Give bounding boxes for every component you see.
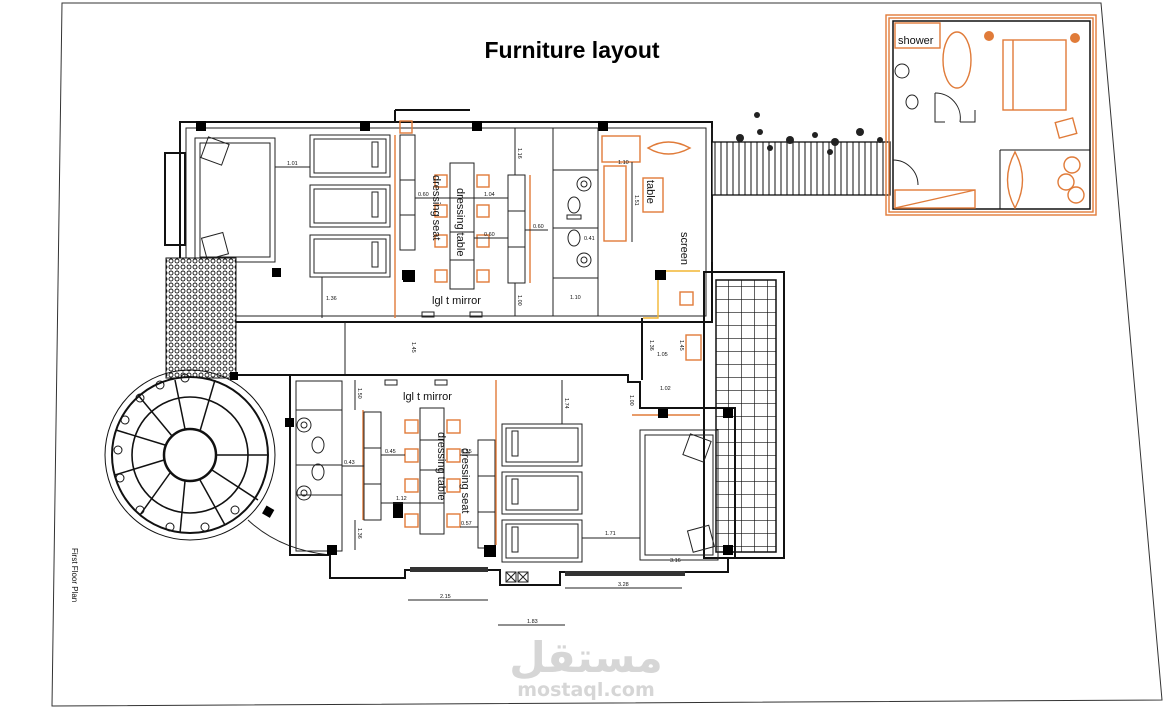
dressing-seat-label: dressing seat — [430, 175, 442, 240]
guest-suite: shower — [885, 14, 1097, 216]
light-mirror-label-lower: lgl t mirror — [403, 391, 452, 403]
svg-text:0.60: 0.60 — [484, 232, 495, 238]
svg-text:0.60: 0.60 — [533, 224, 544, 230]
svg-text:1.50: 1.50 — [356, 388, 362, 399]
svg-text:0.43: 0.43 — [344, 460, 355, 466]
dressing-seats — [434, 174, 490, 283]
svg-text:1.36: 1.36 — [326, 296, 337, 302]
svg-text:0.41: 0.41 — [584, 236, 595, 242]
svg-text:1.16: 1.16 — [516, 148, 522, 159]
sideboard — [601, 135, 641, 163]
double-bed — [1002, 39, 1067, 111]
planter — [736, 112, 883, 155]
svg-text:1.83: 1.83 — [527, 619, 538, 625]
svg-text:1.01: 1.01 — [287, 161, 298, 167]
bed-lower — [639, 429, 719, 561]
watermark-latin: mostaql.com — [517, 679, 655, 701]
svg-text:0.57: 0.57 — [461, 521, 472, 527]
sofa — [603, 165, 627, 242]
svg-text:1.12: 1.12 — [396, 496, 407, 502]
svg-text:0.45: 0.45 — [385, 449, 396, 455]
lower-wing: 1.50 1.36 lgl t mirror dressing table dr… — [285, 374, 736, 586]
svg-text:1.00: 1.00 — [516, 295, 522, 306]
plan-name: First Floor Plan — [70, 548, 79, 602]
corridor: 1.45 1.05 1.45 1.36 1.02 1.00 — [234, 318, 700, 418]
single-beds — [309, 134, 391, 278]
svg-text:1.10: 1.10 — [570, 295, 581, 301]
dressing-seat-label-lower: dressing seat — [459, 448, 471, 513]
svg-text:1.45: 1.45 — [678, 340, 684, 351]
single-beds-lower — [501, 423, 583, 563]
dressing-table-label: dressing table — [454, 188, 466, 257]
svg-text:3.28: 3.28 — [618, 582, 629, 588]
bathrooms-upper: 0.41 1.10 — [552, 127, 599, 317]
svg-text:1.71: 1.71 — [605, 531, 616, 537]
svg-text:3.16: 3.16 — [670, 558, 681, 564]
svg-text:0.55: 0.55 — [461, 449, 472, 455]
svg-text:1.04: 1.04 — [484, 192, 495, 198]
svg-text:1.45: 1.45 — [410, 342, 416, 353]
svg-text:0.60: 0.60 — [418, 192, 429, 198]
dimension-lines: 2.15 1.83 3.28 — [408, 582, 682, 626]
dressing-table-lower — [419, 407, 445, 535]
dressing-table — [449, 162, 475, 290]
svg-text:1.05: 1.05 — [657, 352, 668, 358]
light-mirror-label: lgl t mirror — [432, 295, 481, 307]
coffee-table — [642, 177, 664, 213]
deck — [711, 141, 891, 196]
table-label: table — [644, 180, 656, 204]
svg-text:1.36: 1.36 — [356, 528, 362, 539]
dressing-table-label-lower: dressing table — [435, 432, 447, 501]
svg-text:1.00: 1.00 — [628, 395, 634, 406]
page-title: Furniture layout — [484, 37, 659, 63]
svg-text:1.02: 1.02 — [660, 386, 671, 392]
svg-text:1.51: 1.51 — [633, 195, 639, 206]
svg-text:1.36: 1.36 — [648, 340, 654, 351]
svg-text:2.15: 2.15 — [440, 594, 451, 600]
svg-text:1.74: 1.74 — [563, 398, 569, 409]
svg-text:1.10: 1.10 — [618, 160, 629, 166]
watermark-arabic: مستقل — [509, 633, 663, 682]
dressing-seats-lower — [404, 419, 461, 528]
shower-label: shower — [898, 35, 934, 47]
hatched-terrace — [165, 257, 237, 379]
screen-label: screen — [678, 232, 690, 265]
spiral-staircase — [104, 369, 331, 556]
